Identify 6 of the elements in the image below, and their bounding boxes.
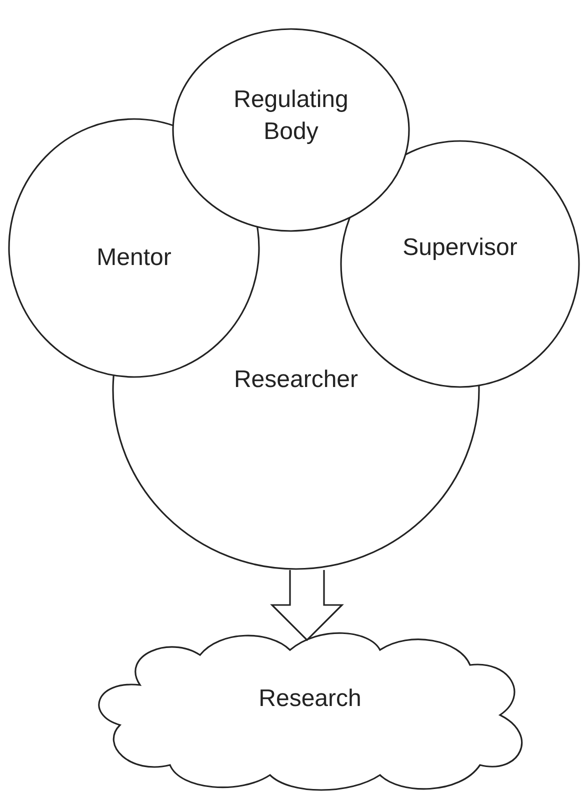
block-arrow — [270, 569, 344, 642]
node-label: Regulating Body — [232, 85, 350, 147]
node-label: Mentor — [96, 243, 172, 273]
node-label: Research — [258, 684, 362, 714]
node-label: Supervisor — [402, 233, 518, 263]
node-label: Researcher — [232, 365, 360, 395]
